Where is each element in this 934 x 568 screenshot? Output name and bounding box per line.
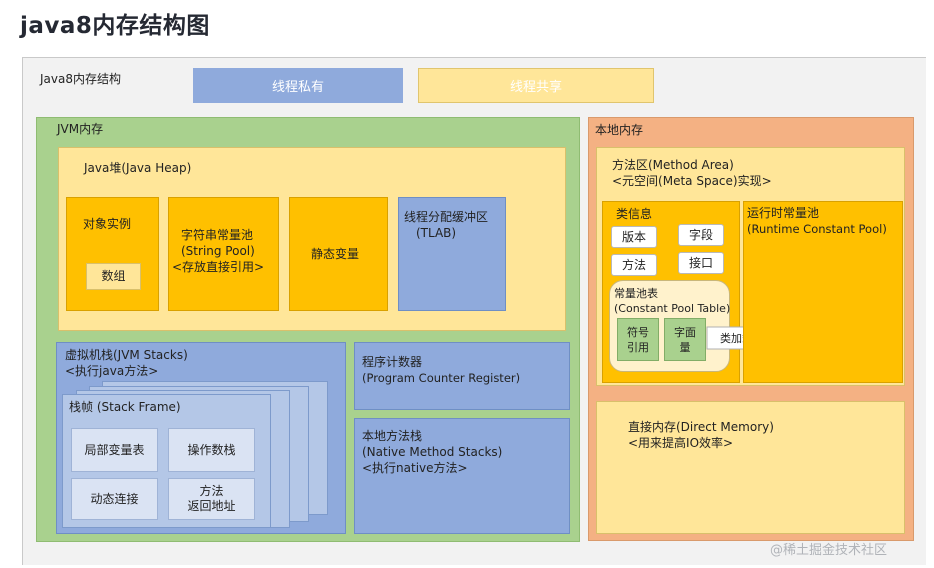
native-stacks-line3: <执行native方法> [362,461,468,475]
string-pool-box [168,197,279,311]
return-address-line2: 返回地址 [187,499,236,513]
legend-shared: 线程共享 [418,68,654,103]
literal-line1: 字面 [674,325,696,339]
return-address-box: 方法 返回地址 [168,478,255,520]
version-item: 版本 [611,226,657,248]
stack-frame-label: 栈帧 (Stack Frame) [69,400,181,414]
field-item: 字段 [678,224,724,246]
native-stacks-line1: 本地方法栈 [362,429,423,443]
literal-box: 字面 量 [664,318,706,361]
tlab-line1: 线程分配缓冲区 [404,210,489,224]
string-pool-line3: <存放直接引用> [172,260,265,274]
static-variables-label: 静态变量 [311,247,360,261]
return-address-line1: 方法 [199,484,224,498]
tlab-line2: (TLAB) [416,226,457,240]
symbol-reference-line2: 引用 [627,340,649,354]
constant-pool-line2: (Constant Pool Table) [614,302,731,315]
runtime-constant-pool-line2: (Runtime Constant Pool) [747,222,887,236]
jvm-stacks-line2: <执行java方法> [65,364,159,378]
page-title: java8内存结构图 [20,13,210,39]
operand-stack-box: 操作数栈 [168,428,255,472]
java-heap-label: Java堆(Java Heap) [84,161,192,175]
method-area-line1: 方法区(Method Area) [612,158,734,172]
program-counter-box [354,342,570,410]
runtime-constant-pool-line1: 运行时常量池 [747,206,820,220]
string-pool-line1: 字符串常量池 [181,228,254,242]
string-pool-line2: (String Pool) [181,244,255,258]
object-instance-label: 对象实例 [83,217,132,231]
legend-private: 线程私有 [193,68,403,103]
constant-pool-line1: 常量池表 [614,287,658,300]
method-area-line2: <元空间(Meta Space)实现> [612,174,772,188]
native-memory-label: 本地内存 [595,123,644,137]
object-instance-box [66,197,159,311]
symbol-reference-box: 符号 引用 [617,318,659,361]
class-info-label: 类信息 [616,207,653,221]
runtime-constant-pool-box [743,201,903,383]
direct-memory-box [596,401,905,534]
jvm-memory-label: JVM内存 [57,122,104,136]
direct-memory-line2: <用来提高IO效率> [628,436,734,450]
interface-item: 接口 [678,252,724,274]
native-stacks-line2: (Native Method Stacks) [362,445,503,459]
watermark: @稀土掘金技术社区 [770,543,888,558]
jvm-stacks-line1: 虚拟机栈(JVM Stacks) [65,348,188,362]
dynamic-linking-box: 动态连接 [71,478,158,520]
method-item: 方法 [611,254,657,276]
direct-memory-line1: 直接内存(Direct Memory) [628,420,774,434]
program-counter-line2: (Program Counter Register) [362,371,521,385]
program-counter-line1: 程序计数器 [362,355,423,369]
literal-line2: 量 [679,340,691,354]
static-variables-box [289,197,388,311]
symbol-reference-line1: 符号 [627,325,649,339]
diagram-title: Java8内存结构 [40,72,121,86]
array-box: 数组 [86,263,141,290]
native-method-stacks-box [354,418,570,534]
tlab-box [398,197,506,311]
local-variables-box: 局部变量表 [71,428,158,472]
